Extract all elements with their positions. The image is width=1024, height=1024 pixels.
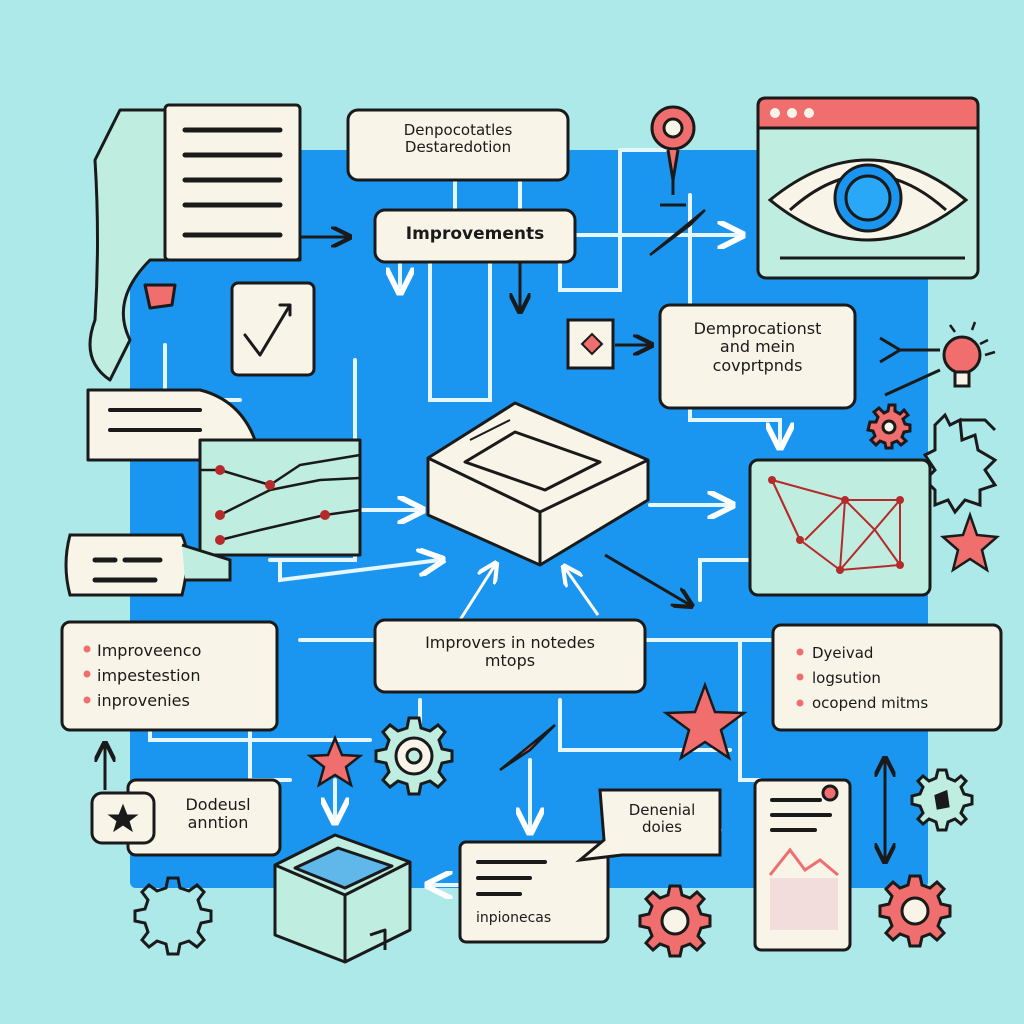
small-dart-icon [499, 724, 556, 772]
gear-icon [638, 884, 712, 958]
document-chart-icon [753, 778, 852, 952]
right-mid-card[interactable] [658, 303, 857, 410]
gear-icon [374, 716, 454, 796]
center-card[interactable] [373, 618, 647, 694]
callout-bubble[interactable] [575, 788, 722, 863]
star-icon [306, 734, 364, 788]
star-icon [662, 681, 748, 761]
bottom-mid-card[interactable] [458, 840, 610, 944]
checkmark-icon [230, 281, 316, 377]
central-block-icon[interactable] [426, 401, 650, 567]
gear-outline-icon [133, 876, 213, 956]
gear-icon [866, 403, 912, 450]
improvements-card[interactable] [300, 208, 577, 310]
eye-window-icon [756, 96, 980, 280]
document-stack-icon [88, 103, 302, 382]
top-label-card [346, 108, 570, 182]
open-box-icon [273, 833, 412, 964]
connector-lines [148, 148, 780, 885]
chat-card-icon [64, 533, 232, 597]
diamond-badge-icon [566, 318, 650, 370]
gear-icon [878, 874, 952, 948]
line-chart-icon [198, 438, 362, 557]
left-list-card[interactable] [60, 620, 279, 732]
location-pin-icon [650, 105, 696, 207]
right-list-card[interactable] [771, 623, 1003, 732]
small-dart-icon [649, 209, 706, 256]
starburst-icon [922, 412, 998, 515]
lightbulb-icon [879, 321, 996, 397]
star-icon [939, 511, 1001, 573]
network-graph-icon [748, 458, 932, 597]
gear-outline-icon [910, 768, 974, 832]
bottom-left-card[interactable] [90, 745, 282, 857]
